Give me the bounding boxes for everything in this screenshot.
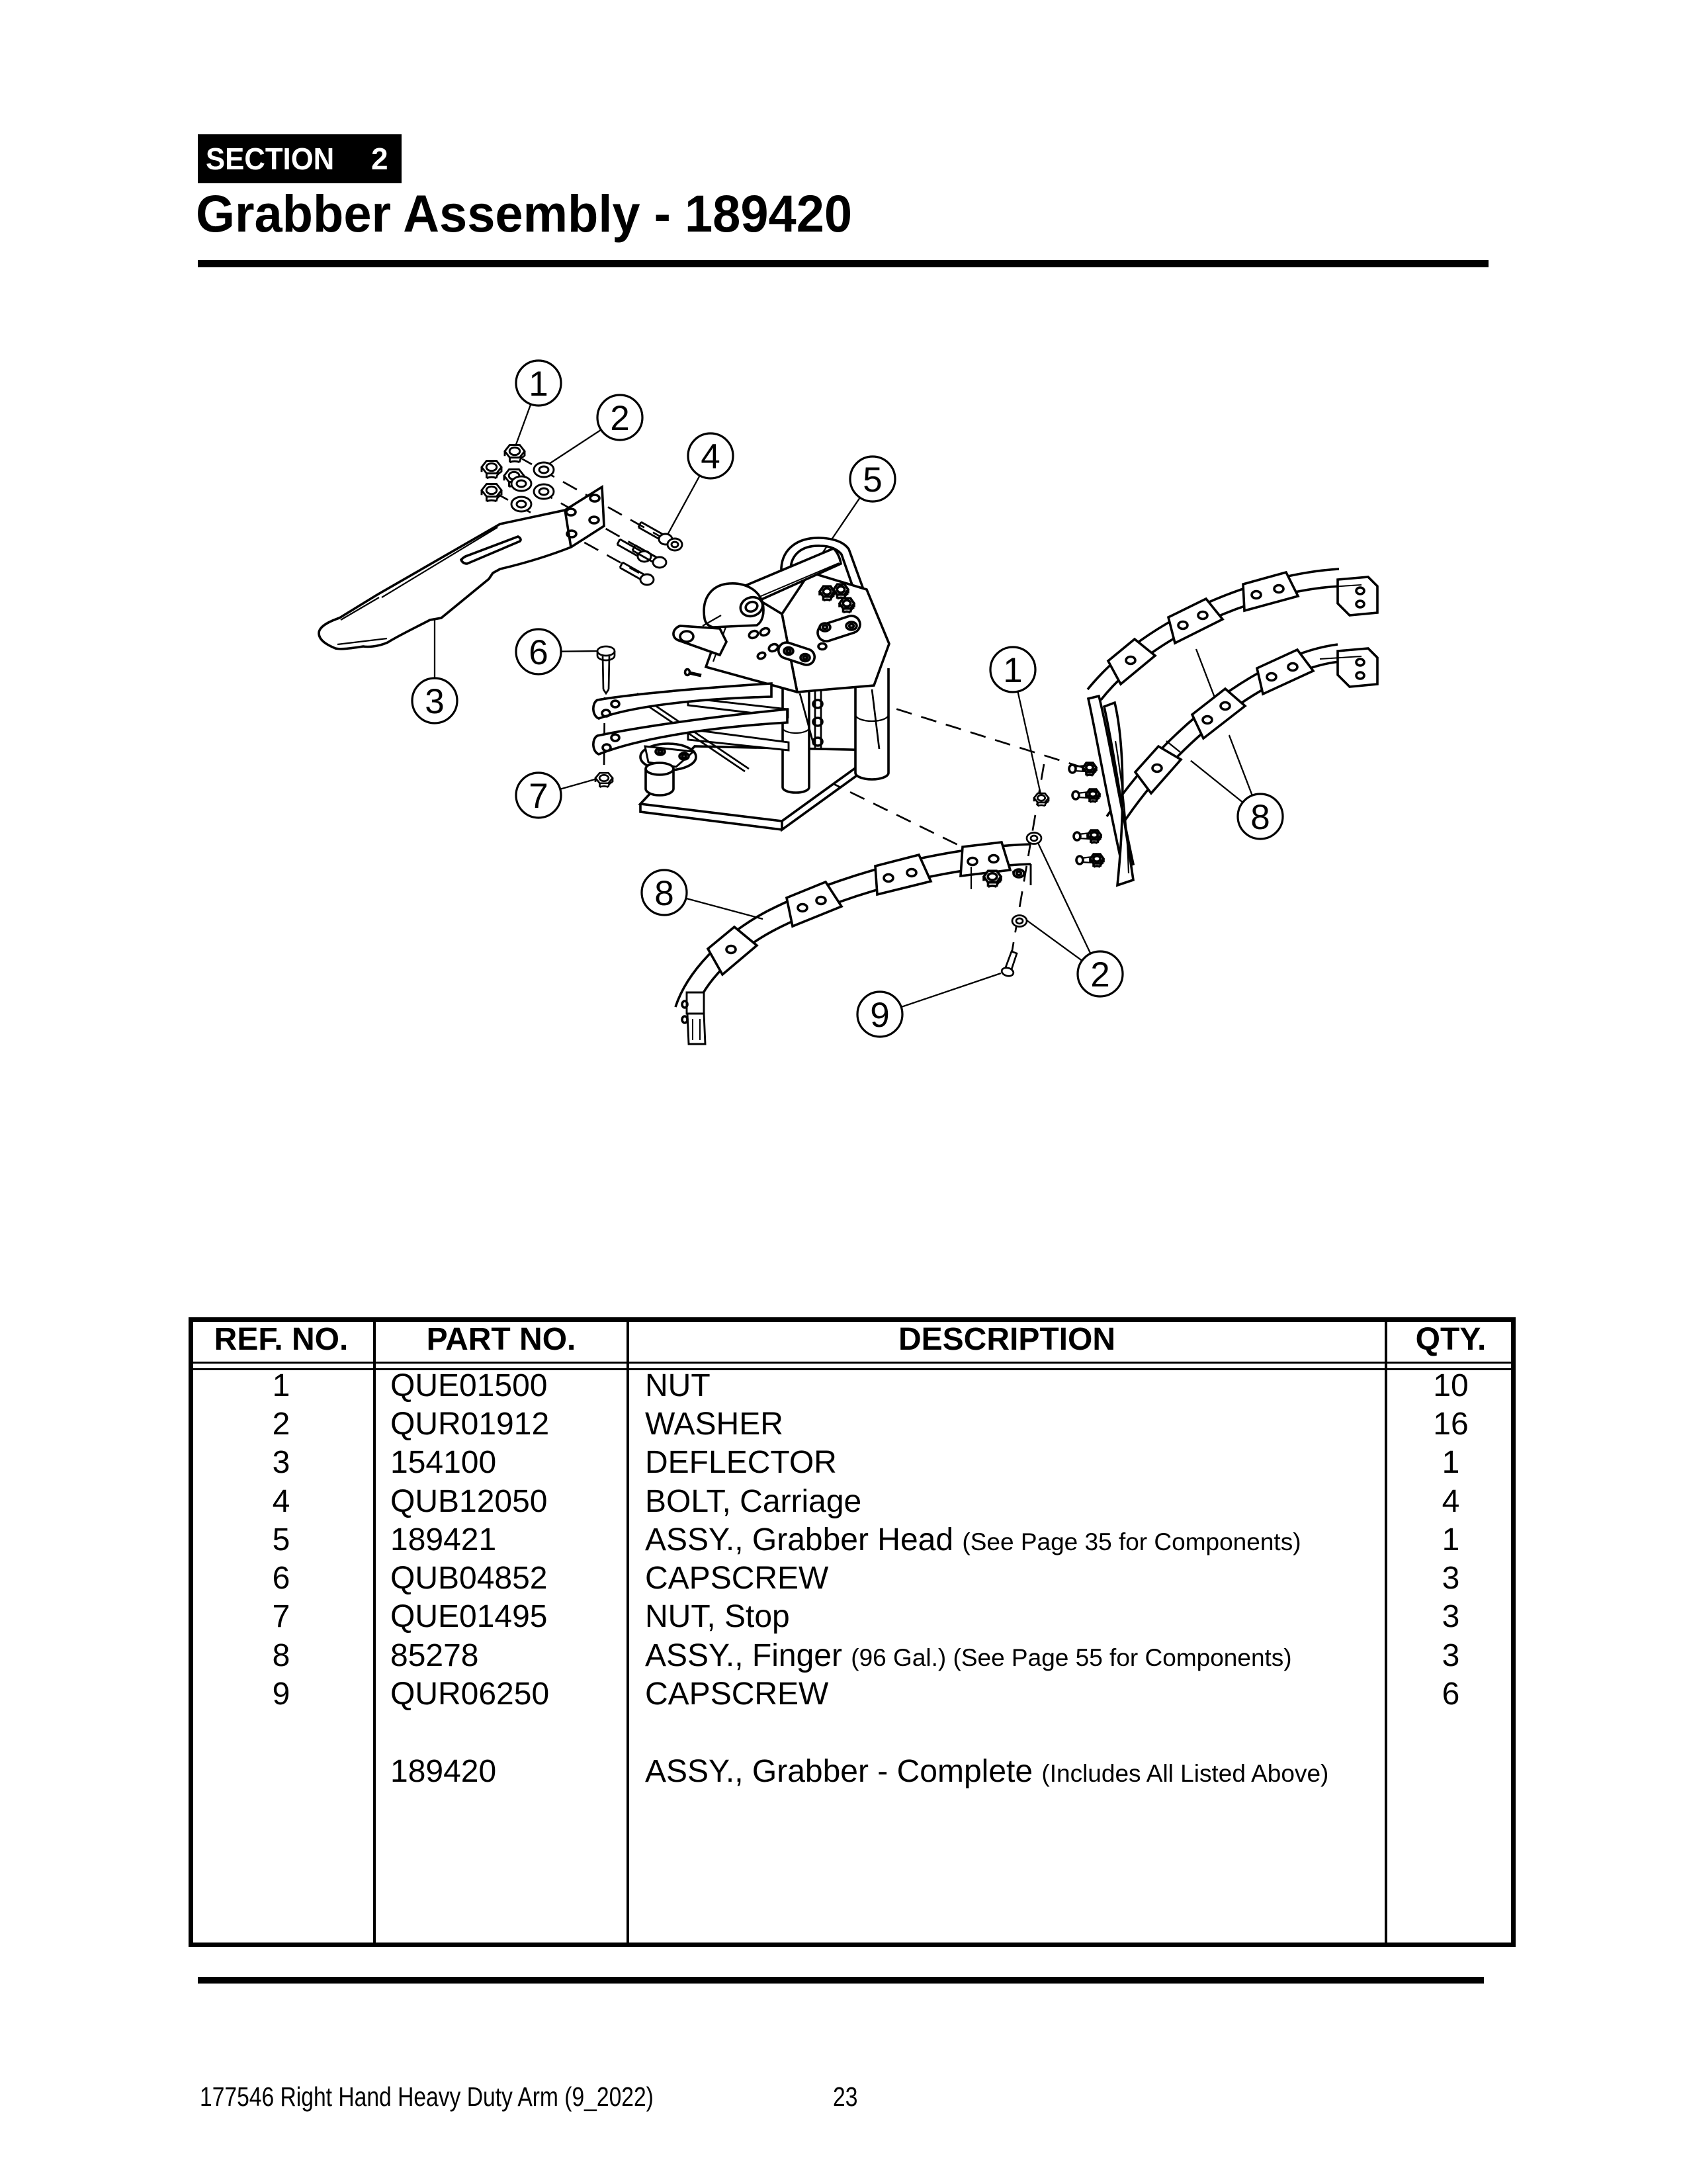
svg-text:6: 6 <box>529 633 548 672</box>
svg-text:8: 8 <box>1250 798 1270 837</box>
svg-text:1: 1 <box>1003 651 1022 690</box>
svg-text:3: 3 <box>425 682 444 721</box>
svg-text:2: 2 <box>1090 955 1109 994</box>
svg-text:5: 5 <box>863 460 882 500</box>
svg-text:7: 7 <box>529 777 548 816</box>
svg-text:1: 1 <box>529 365 548 404</box>
svg-text:9: 9 <box>870 996 889 1035</box>
svg-text:8: 8 <box>654 874 673 913</box>
svg-text:4: 4 <box>701 437 720 476</box>
svg-text:2: 2 <box>610 399 629 438</box>
